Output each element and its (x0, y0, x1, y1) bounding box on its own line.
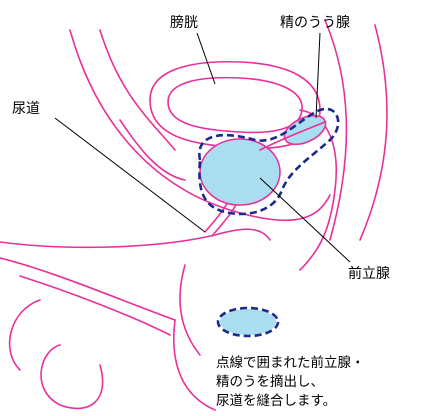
label-bladder: 膀胱 (170, 14, 198, 31)
bulb (180, 265, 200, 355)
scrotum (174, 320, 215, 410)
penis-lower-2 (20, 276, 170, 335)
glans (10, 300, 40, 370)
penis-lower-1 (0, 258, 175, 320)
note-line-2: 精のうを摘出し、 (216, 373, 324, 390)
label-seminal-vesicle: 精のうう腺 (280, 15, 350, 31)
prostate-gland (200, 139, 280, 205)
note-line-1: 点線で囲まれた前立腺・ (216, 354, 365, 371)
spine-line-2 (360, 25, 387, 240)
label-prostate: 前立腺 (348, 265, 390, 282)
body-outlines (0, 20, 387, 410)
testis (41, 345, 103, 408)
glands (199, 109, 338, 336)
note-line-3: 尿道を縫合します。 (216, 393, 336, 409)
legend-dashed-sample (220, 309, 276, 335)
leader-bladder (197, 33, 215, 84)
leader-lines (55, 33, 350, 262)
penis-upper (0, 229, 270, 247)
outer-curve-2 (100, 30, 175, 150)
bladder-lumen (168, 78, 302, 133)
label-urethra: 尿道 (12, 101, 40, 117)
